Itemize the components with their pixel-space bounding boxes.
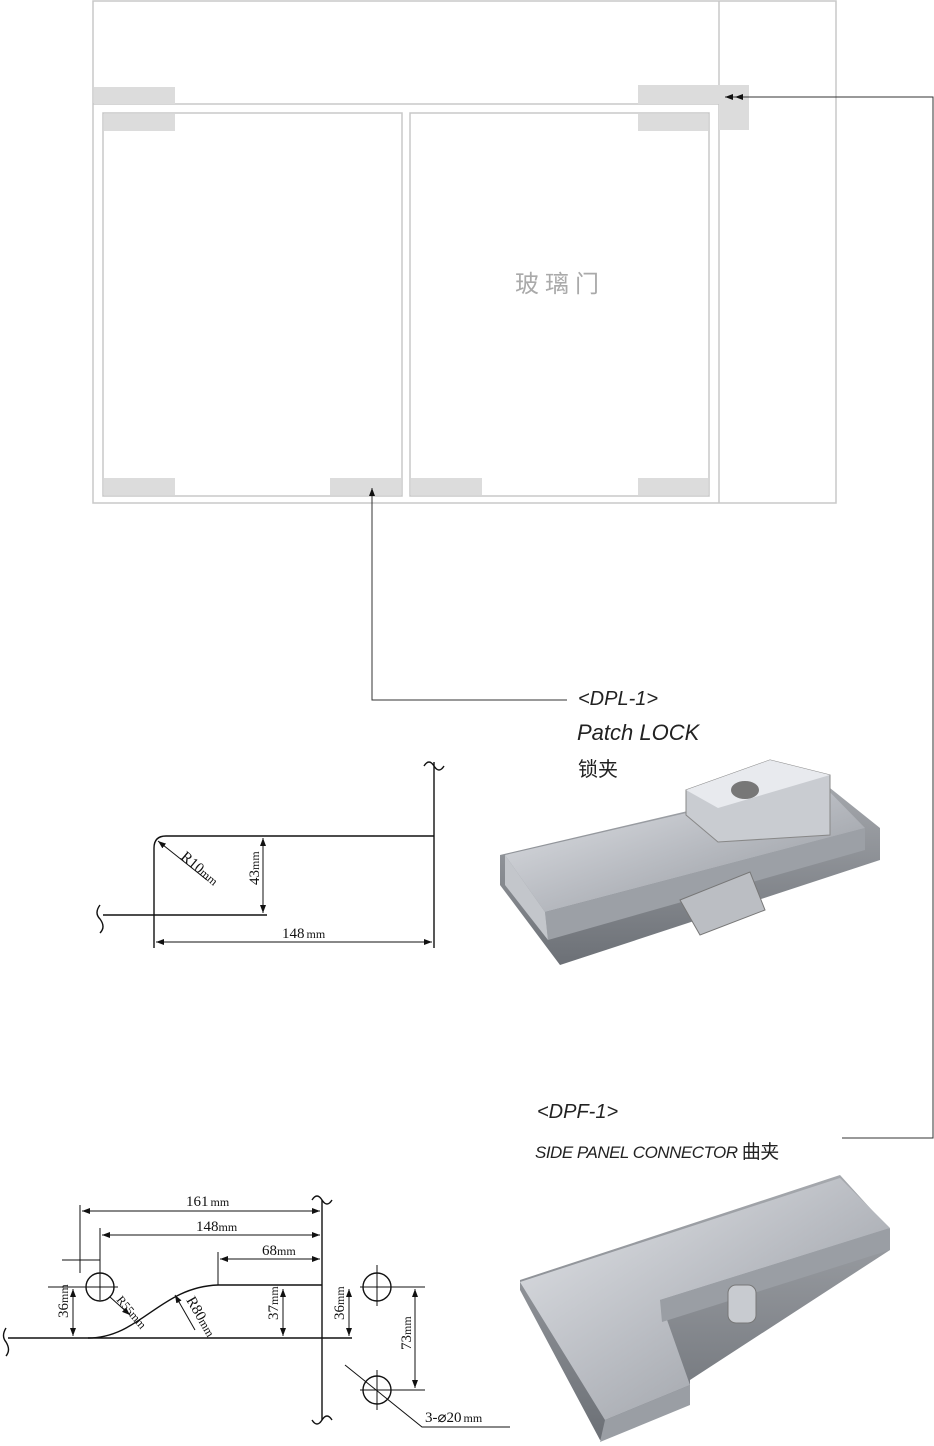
- svg-text:R55mm: R55mm: [114, 1293, 150, 1332]
- patch-lock-name-cn: 锁夹: [578, 757, 618, 781]
- door-plan: [92, 0, 837, 504]
- connector-name-en: SIDE PANEL CONNECTOR: [535, 1143, 738, 1162]
- connector-code: <DPF-1>: [537, 1101, 619, 1123]
- dim-43: 43mm: [247, 851, 263, 885]
- svg-text:148mm: 148mm: [196, 1219, 238, 1235]
- svg-text:37mm: 37mm: [266, 1286, 282, 1320]
- svg-text:68mm: 68mm: [262, 1243, 296, 1259]
- door-panel-left: [102, 112, 403, 497]
- dim-r10: R10mm: [177, 849, 221, 890]
- leader-lines: [369, 94, 934, 1139]
- svg-text:36mm: 36mm: [56, 1284, 72, 1318]
- door-panel-right: [409, 112, 710, 497]
- fitting-blocks: [94, 85, 749, 495]
- connector-name: SIDE PANEL CONNECTOR 曲夹: [535, 1137, 779, 1164]
- patch-lock-drawing: [96, 761, 445, 948]
- connector-name-cn: 曲夹: [741, 1141, 780, 1163]
- side-panel-connector-drawing: [2, 1195, 510, 1428]
- svg-text:36mm: 36mm: [332, 1286, 348, 1320]
- patch-lock-name: Patch LOCK: [577, 720, 700, 745]
- svg-text:73mm: 73mm: [399, 1316, 415, 1350]
- patch-lock-code: <DPL-1>: [578, 688, 659, 710]
- patch-lock-photo: [500, 759, 880, 965]
- side-panel-connector-photo: [520, 1175, 890, 1442]
- glass-door-label: 玻璃门: [515, 270, 605, 298]
